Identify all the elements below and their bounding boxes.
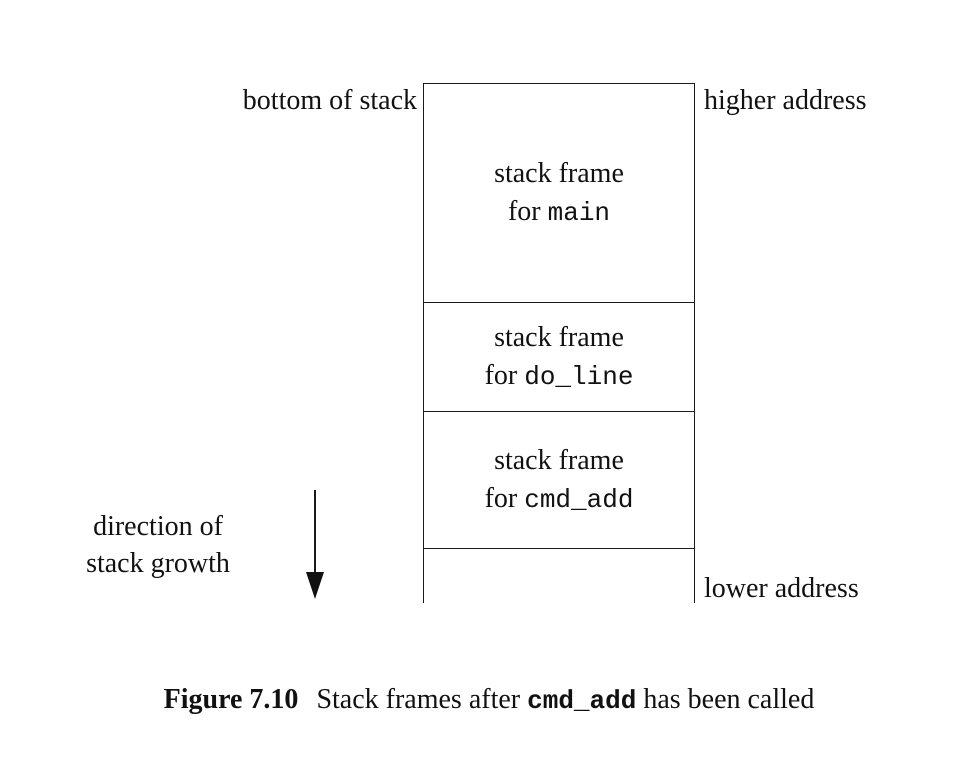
direction-label-line1: direction of [93,511,223,542]
direction-of-stack-growth-label: direction of stack growth [58,508,258,582]
stack-frame-main: stack frame for main [424,84,694,303]
stack-diagram: stack frame for main stack frame for do_… [423,83,695,603]
down-arrow-shaft [314,490,316,574]
higher-address-label: higher address [704,85,867,116]
down-arrow-icon [306,572,324,599]
stack-frame-open-bottom [424,549,694,603]
frame-function-name: cmd_add [524,484,634,515]
figure-caption: Figure 7.10 Stack frames after cmd_add ha… [0,683,978,718]
frame-label-line1: stack frame [494,321,624,353]
caption-text-before: Stack frames after [316,684,528,715]
frame-label-line1: stack frame [494,157,624,189]
caption-text-after: has been called [636,684,815,715]
stack-frame-do-line: stack frame for do_line [424,303,694,412]
frame-label-prefix: for [484,359,525,391]
frame-label-line1: stack frame [494,444,624,476]
bottom-of-stack-label: bottom of stack [242,85,417,116]
frame-label-prefix: for [484,482,525,514]
caption-code: cmd_add [527,686,637,716]
frame-label-line2: for do_line [485,357,634,396]
direction-label-line2: stack growth [86,548,230,579]
stack-frame-cmd-add: stack frame for cmd_add [424,412,694,549]
frame-function-name: do_line [524,361,634,392]
frame-label-prefix: for [507,195,548,227]
frame-function-name: main [547,197,611,228]
lower-address-label: lower address [704,573,859,604]
frame-label-line2: for cmd_add [485,480,634,519]
frame-label-line2: for main [508,193,610,232]
figure-number: Figure 7.10 [163,684,299,715]
